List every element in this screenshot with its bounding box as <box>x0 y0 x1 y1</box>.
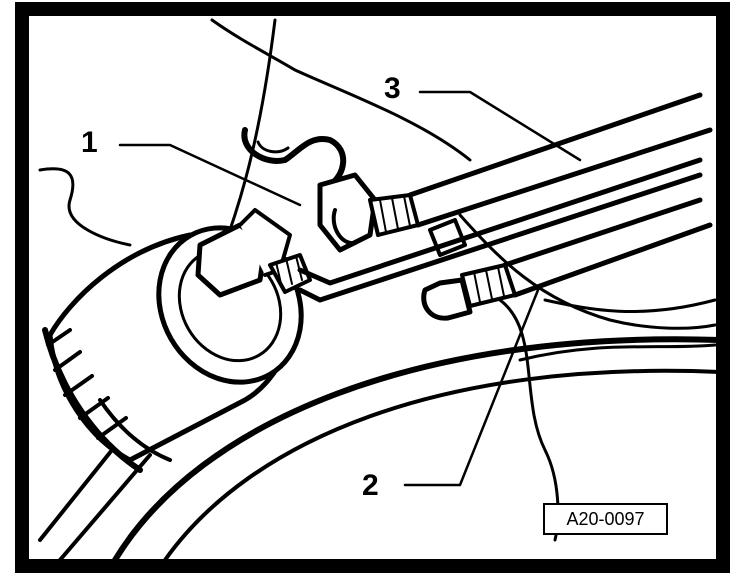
body-panel-upper-edge <box>210 18 472 162</box>
line-art <box>38 18 723 563</box>
floor-panel-arc <box>112 336 723 563</box>
callout-2: 2 <box>362 469 379 502</box>
callout-1: 1 <box>81 126 98 159</box>
leader-line-3 <box>418 90 582 162</box>
figure-reference-label: A20-0097 <box>543 503 668 535</box>
floor-panel-arc-inner <box>163 368 722 562</box>
left-contour <box>38 167 132 247</box>
bottom-left-diagonal-2 <box>58 453 152 562</box>
bottom-left-diagonal <box>38 438 122 542</box>
leader-line-1 <box>118 143 302 207</box>
right-contour-2 <box>518 343 717 362</box>
callout-3: 3 <box>384 72 401 105</box>
upper-hose-fitting <box>241 127 420 253</box>
leader-line-2 <box>403 283 542 487</box>
filter-outlet-fitting <box>195 208 312 298</box>
